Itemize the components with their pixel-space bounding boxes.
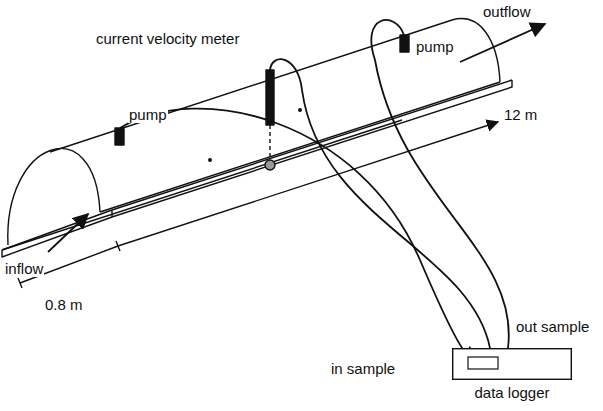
base-slab (2, 80, 512, 257)
logger-housing (453, 349, 572, 380)
tunnel-front-arch (8, 149, 100, 245)
part-label: outflow (482, 3, 532, 20)
velocity-meter-rod (269, 125, 270, 160)
part-label: in sample (330, 360, 396, 377)
base-slab-edge (2, 120, 402, 250)
meter-cable (270, 59, 490, 348)
part-label: inflow (4, 260, 44, 277)
in-sample-tube (120, 109, 470, 355)
device-label: data logger (452, 384, 572, 401)
velocity-meter-body (266, 70, 274, 125)
part-label: pump (128, 106, 168, 123)
tunnel-ridge (50, 20, 452, 152)
part-label: 12 m (503, 106, 538, 123)
length-dimension-line (118, 122, 498, 246)
tunnel-dot (209, 159, 212, 162)
logger-display (468, 357, 498, 369)
velocity-meter-propeller (265, 160, 275, 170)
part-label: current velocity meter (95, 30, 240, 47)
tunnel-base-line (100, 82, 500, 212)
inflow-arrow (48, 214, 88, 252)
outflow-arrow (460, 24, 545, 62)
data-logger-outline (452, 348, 572, 380)
pump-marker (115, 128, 124, 145)
out-sample-tube (371, 20, 509, 348)
tunnel-dot (299, 109, 302, 112)
part-label: out sample (515, 318, 590, 335)
part-label: 0.8 m (44, 296, 84, 313)
tunnel-back-arch (452, 19, 500, 82)
part-label: pump (415, 38, 455, 55)
data-logger-box: data logger (452, 348, 572, 401)
pump-marker (400, 35, 409, 52)
